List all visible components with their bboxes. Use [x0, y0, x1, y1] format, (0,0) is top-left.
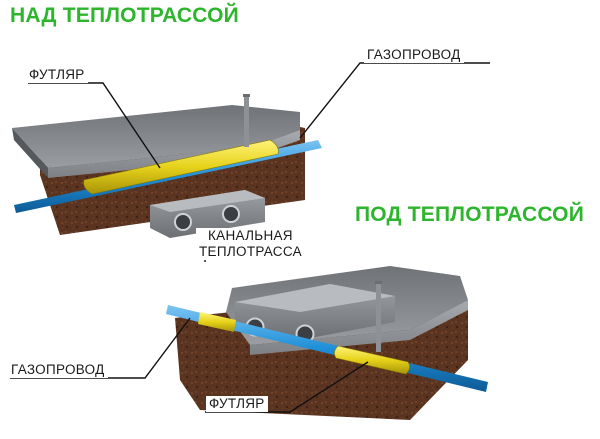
leader-lines: [10, 62, 490, 413]
leader-sleeve-bottom: [205, 361, 369, 413]
label-channel-line1: КАНАЛЬНАЯ: [208, 228, 293, 243]
bottom-sleeve-left: [198, 312, 236, 332]
bottom-vent-pipe: [376, 282, 381, 352]
label-channel-line2: ТЕПЛОТРАССА: [199, 244, 302, 259]
heading-below-heating-main: ПОД ТЕПЛОТРАССОЙ: [355, 203, 585, 226]
label-sleeve-bottom: ФУТЛЯР: [206, 396, 268, 412]
label-gas-pipeline-bottom: ГАЗОПРОВОД: [8, 362, 108, 378]
label-sleeve-top: ФУТЛЯР: [26, 67, 88, 83]
label-channel-heating-main: КАНАЛЬНАЯ ТЕПЛОТРАССА: [196, 228, 305, 260]
bottom-scene: [166, 266, 488, 420]
top-sleeve: [83, 139, 279, 195]
top-heat-pipe-1: [174, 213, 192, 231]
leader-gas-pipeline-top: [299, 62, 490, 139]
leader-sleeve-top: [28, 82, 161, 169]
bottom-sleeve-right: [334, 345, 410, 375]
top-vent-pipe: [244, 95, 249, 147]
top-concrete-surface: [12, 105, 300, 168]
top-concrete-edge: [12, 128, 48, 178]
top-concrete-front: [48, 130, 300, 178]
top-scene: [12, 94, 322, 238]
label-gas-pipeline-top: ГАЗОПРОВОД: [364, 47, 464, 63]
top-heat-pipe-2: [222, 205, 240, 223]
heading-above-heating-main: НАД ТЕПЛОТРАССОЙ: [10, 4, 239, 27]
leader-gas-pipeline-bottom: [10, 317, 191, 379]
